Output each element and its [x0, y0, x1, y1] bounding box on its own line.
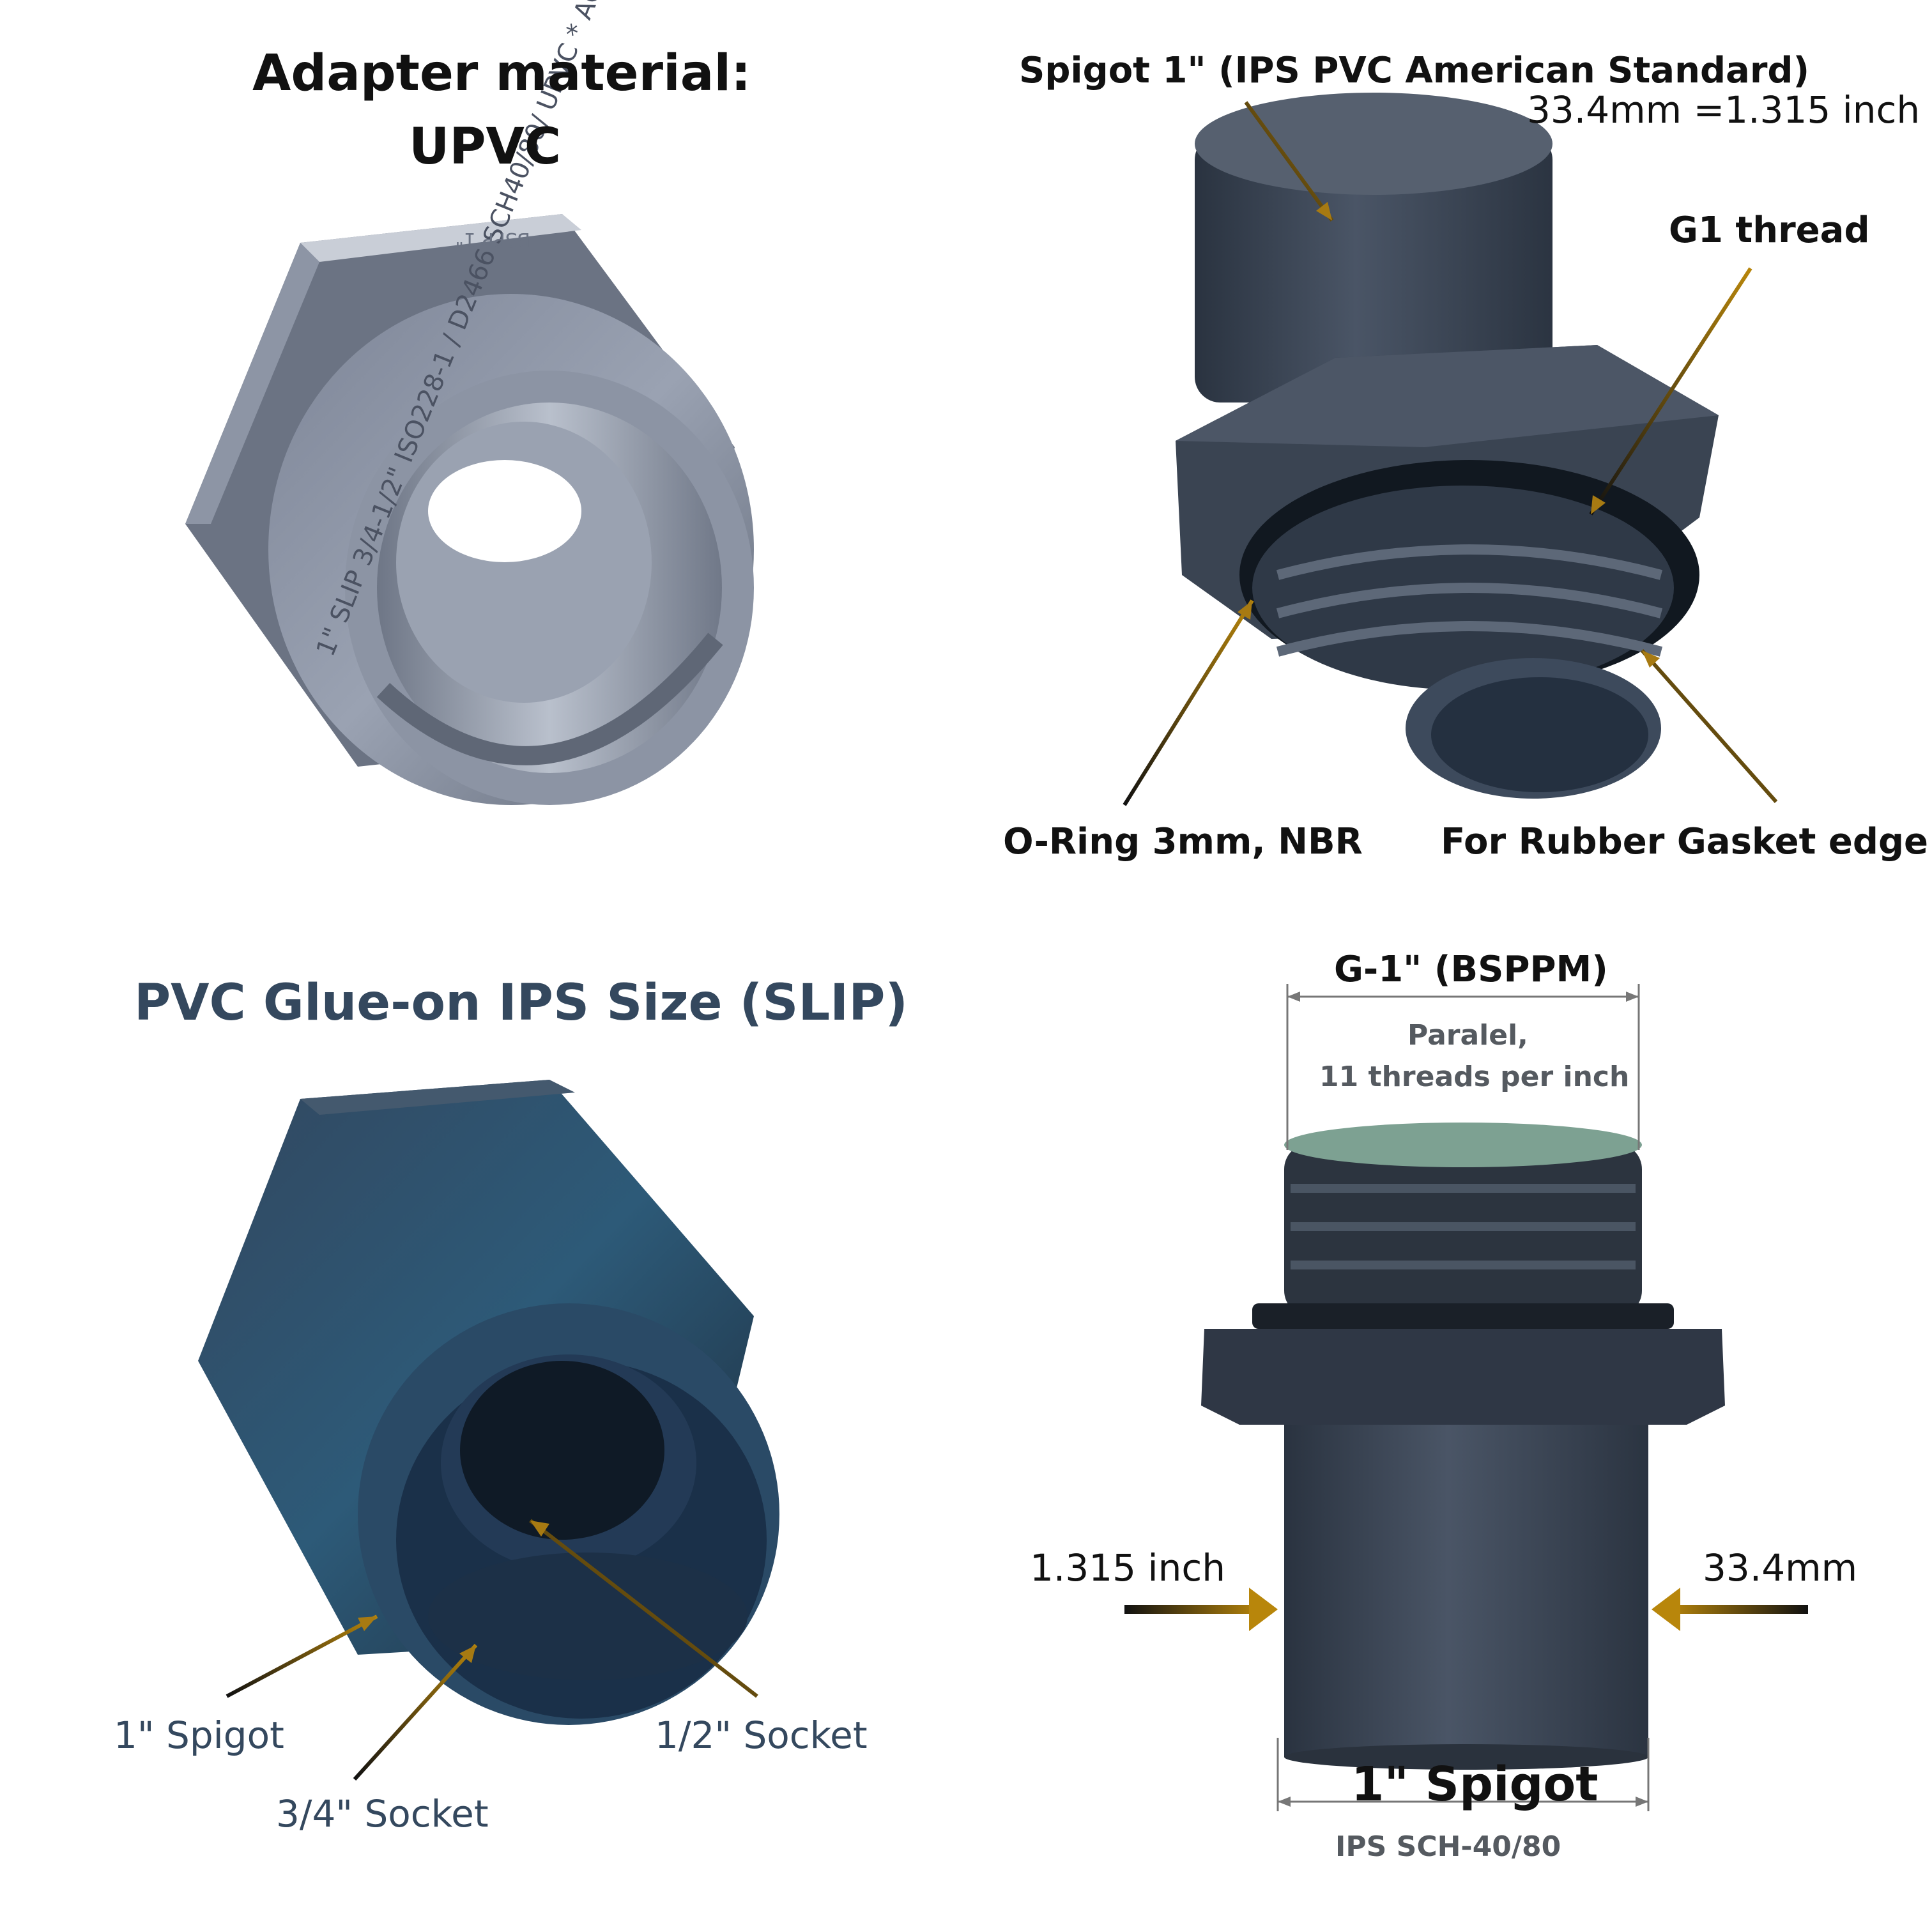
spigot-title: 1" Spigot: [1351, 1757, 1598, 1812]
spigot-size-label: 33.4mm =1.315 inch: [1527, 88, 1920, 132]
upvc-adapter-illustration: 1" SLIP 3/4-1/2" ISO228-1 / D2466 SCH40/…: [185, 0, 754, 805]
gasket-edge-label: For Rubber Gasket edge: [1441, 821, 1929, 862]
bsppm-thread-title: G-1" (BSPPM): [1334, 949, 1608, 990]
dimension-mm-label: 33.4mm: [1703, 1546, 1858, 1590]
material-title-line2: UPVC: [409, 118, 562, 176]
threaded-adapter-illustration: [1176, 93, 1719, 799]
thread-note-line1: Paralel,: [1407, 1019, 1528, 1052]
dimension-inch-label: 1.315 inch: [1030, 1546, 1226, 1590]
callout-arrows: [226, 101, 1808, 1781]
glue-on-adapter-illustration: [198, 1080, 779, 1725]
spigot-1-inch-label: 1" Spigot: [114, 1713, 284, 1757]
side-view-adapter-illustration: [1201, 1123, 1725, 1770]
oring-label: O-Ring 3mm, NBR: [1003, 821, 1363, 862]
glue-on-title: PVC Glue-on IPS Size (SLIP): [134, 974, 908, 1032]
engraving-top-text: BSPP 1": [455, 228, 530, 250]
spigot-schedule-note: IPS SCH-40/80: [1335, 1830, 1561, 1863]
g1-thread-label: G1 thread: [1669, 210, 1870, 251]
socket-three-quarter-label: 3/4" Socket: [276, 1792, 489, 1836]
dimension-lines: [1276, 984, 1650, 1811]
socket-half-label: 1/2" Socket: [655, 1713, 868, 1757]
spigot-callout-label: Spigot 1" (IPS PVC American Standard): [1019, 50, 1810, 91]
material-title-line1: Adapter material:: [252, 45, 751, 102]
thread-note-line2: 11 threads per inch: [1319, 1061, 1630, 1093]
